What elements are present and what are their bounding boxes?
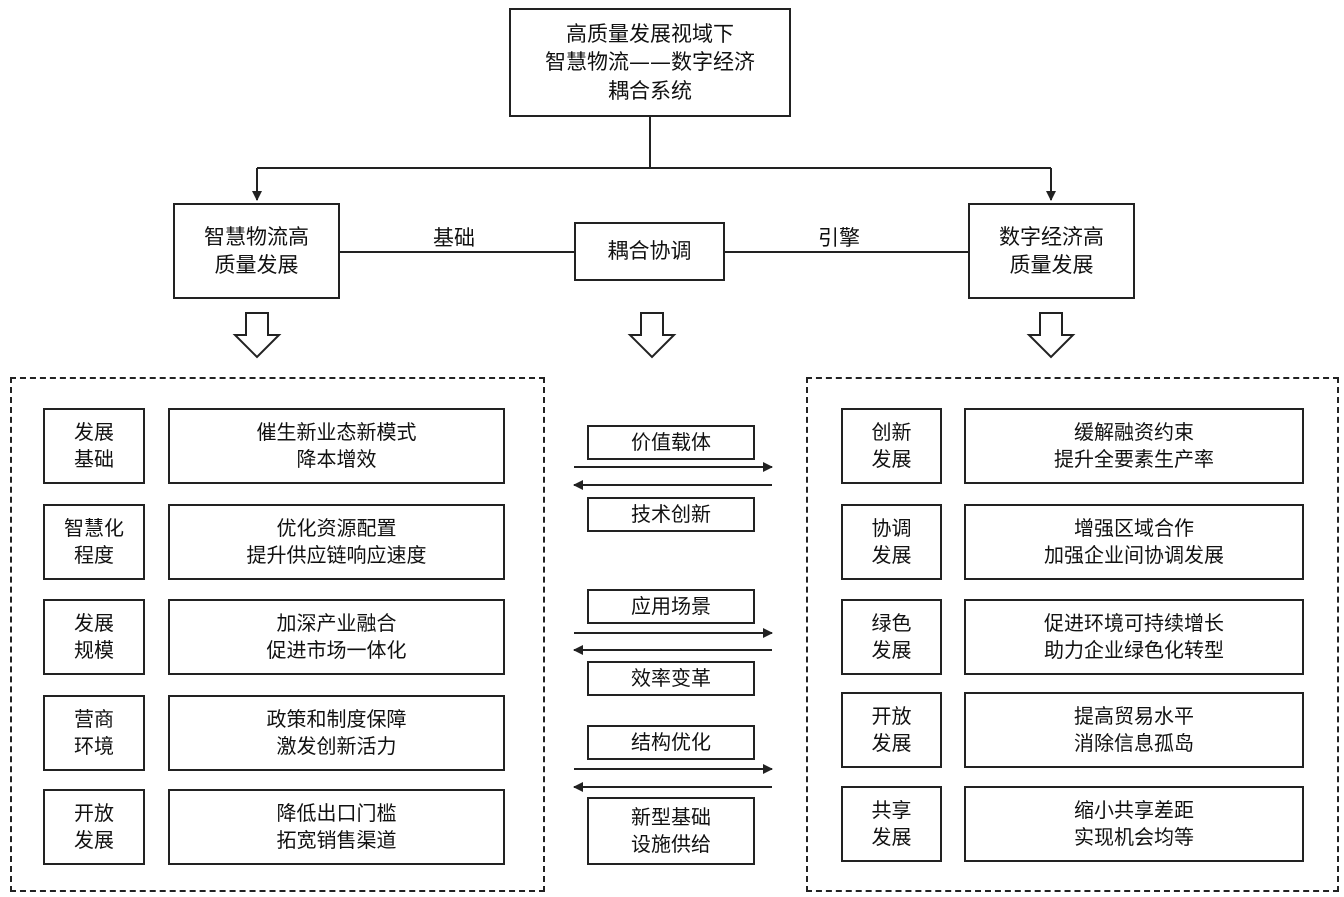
desc-line: 催生新业态新模式 [256,420,417,444]
left-row-label: 发展 规模 [43,599,145,675]
top-line-2: 智慧物流——数字经济 [545,50,755,75]
label-line: 发展 [871,825,912,849]
center-lower-box: 效率变革 [587,661,755,696]
desc-line: 拓宽销售渠道 [276,828,397,852]
right-dashed-panel [806,377,1339,892]
top-line-1: 高质量发展视域下 [566,21,734,46]
hollow-down-arrow-icon [1026,312,1076,359]
desc-line: 缓解融资约束 [1074,420,1194,444]
desc-line: 激发创新活力 [276,734,397,758]
label-line: 智慧化 [64,516,124,540]
left-row-label: 营商 环境 [43,695,145,771]
center-box-line: 技术创新 [631,502,711,526]
right-row-label: 协调 发展 [841,504,942,580]
left-row-desc: 降低出口门槛 拓宽销售渠道 [168,789,505,865]
desc-line: 加深产业融合 [276,611,397,635]
edge-label-left: 基础 [433,226,475,250]
desc-line: 政策和制度保障 [266,707,407,731]
desc-line: 加强企业间协调发展 [1044,543,1224,567]
left-main-line-2: 质量发展 [214,253,299,277]
desc-line: 缩小共享差距 [1074,798,1194,822]
desc-line: 降低出口门槛 [276,801,397,825]
label-line: 开放 [871,704,912,728]
desc-line: 消除信息孤岛 [1074,731,1194,755]
center-main-line-1: 耦合协调 [607,239,692,264]
desc-line: 助力企业绿色化转型 [1044,638,1224,662]
center-box-line: 价值载体 [631,430,711,454]
label-line: 发展 [871,447,912,471]
desc-line: 降本增效 [296,447,377,471]
center-upper-box: 结构优化 [587,725,755,760]
desc-line: 促进市场一体化 [266,638,407,662]
hollow-down-arrow-icon [627,312,677,359]
center-box-line: 效率变革 [631,666,711,690]
right-row-label: 开放 发展 [841,692,942,768]
label-line: 发展 [871,543,912,567]
label-line: 发展 [74,611,114,635]
right-main-line-2: 质量发展 [1009,253,1094,277]
center-upper-box: 应用场景 [587,589,755,624]
right-row-desc: 提高贸易水平 消除信息孤岛 [964,692,1304,768]
right-row-desc: 促进环境可持续增长 助力企业绿色化转型 [964,599,1304,675]
label-line: 发展 [74,828,114,852]
center-box-line: 应用场景 [631,594,711,618]
hollow-down-arrow-icon [232,312,282,359]
label-line: 共享 [871,798,912,822]
label-line: 发展 [74,420,114,444]
left-row-desc: 优化资源配置 提升供应链响应速度 [168,504,505,580]
desc-line: 提高贸易水平 [1074,704,1194,728]
label-line: 营商 [74,707,114,731]
right-row-label: 共享 发展 [841,786,942,862]
left-dashed-panel [10,377,545,892]
center-box-line: 新型基础 [631,805,711,829]
desc-line: 提升供应链响应速度 [246,543,427,567]
label-line: 程度 [74,543,114,567]
top-system-box: 高质量发展视域下 智慧物流——数字经济 耦合系统 [509,8,791,117]
left-row-label: 智慧化 程度 [43,504,145,580]
right-main-line-1: 数字经济高 [999,224,1104,249]
left-row-label: 开放 发展 [43,789,145,865]
desc-line: 优化资源配置 [276,516,397,540]
left-row-desc: 催生新业态新模式 降本增效 [168,408,505,484]
label-line: 规模 [74,638,114,662]
desc-line: 促进环境可持续增长 [1044,611,1224,635]
label-line: 基础 [74,447,114,471]
center-box-line: 设施供给 [631,832,711,856]
top-line-3: 耦合系统 [608,78,692,103]
left-main-box: 智慧物流高 质量发展 [173,203,340,299]
right-row-desc: 增强区域合作 加强企业间协调发展 [964,504,1304,580]
left-row-desc: 政策和制度保障 激发创新活力 [168,695,505,771]
center-main-box: 耦合协调 [574,222,725,281]
right-row-label: 绿色 发展 [841,599,942,675]
desc-line: 实现机会均等 [1074,825,1194,849]
label-line: 发展 [871,731,912,755]
right-row-desc: 缩小共享差距 实现机会均等 [964,786,1304,862]
label-line: 发展 [871,638,912,662]
edge-label-right: 引擎 [818,226,860,250]
label-line: 绿色 [871,611,912,635]
desc-line: 提升全要素生产率 [1054,447,1214,471]
desc-line: 增强区域合作 [1074,516,1194,540]
right-row-label: 创新 发展 [841,408,942,484]
label-line: 协调 [871,516,912,540]
center-lower-box: 技术创新 [587,497,755,532]
label-line: 创新 [871,420,912,444]
left-row-label: 发展 基础 [43,408,145,484]
right-row-desc: 缓解融资约束 提升全要素生产率 [964,408,1304,484]
center-box-line: 结构优化 [631,730,711,754]
left-row-desc: 加深产业融合 促进市场一体化 [168,599,505,675]
center-lower-box: 新型基础 设施供给 [587,797,755,865]
center-upper-box: 价值载体 [587,425,755,460]
label-line: 开放 [74,801,114,825]
label-line: 环境 [74,734,114,758]
right-main-box: 数字经济高 质量发展 [968,203,1135,299]
left-main-line-1: 智慧物流高 [204,224,309,249]
